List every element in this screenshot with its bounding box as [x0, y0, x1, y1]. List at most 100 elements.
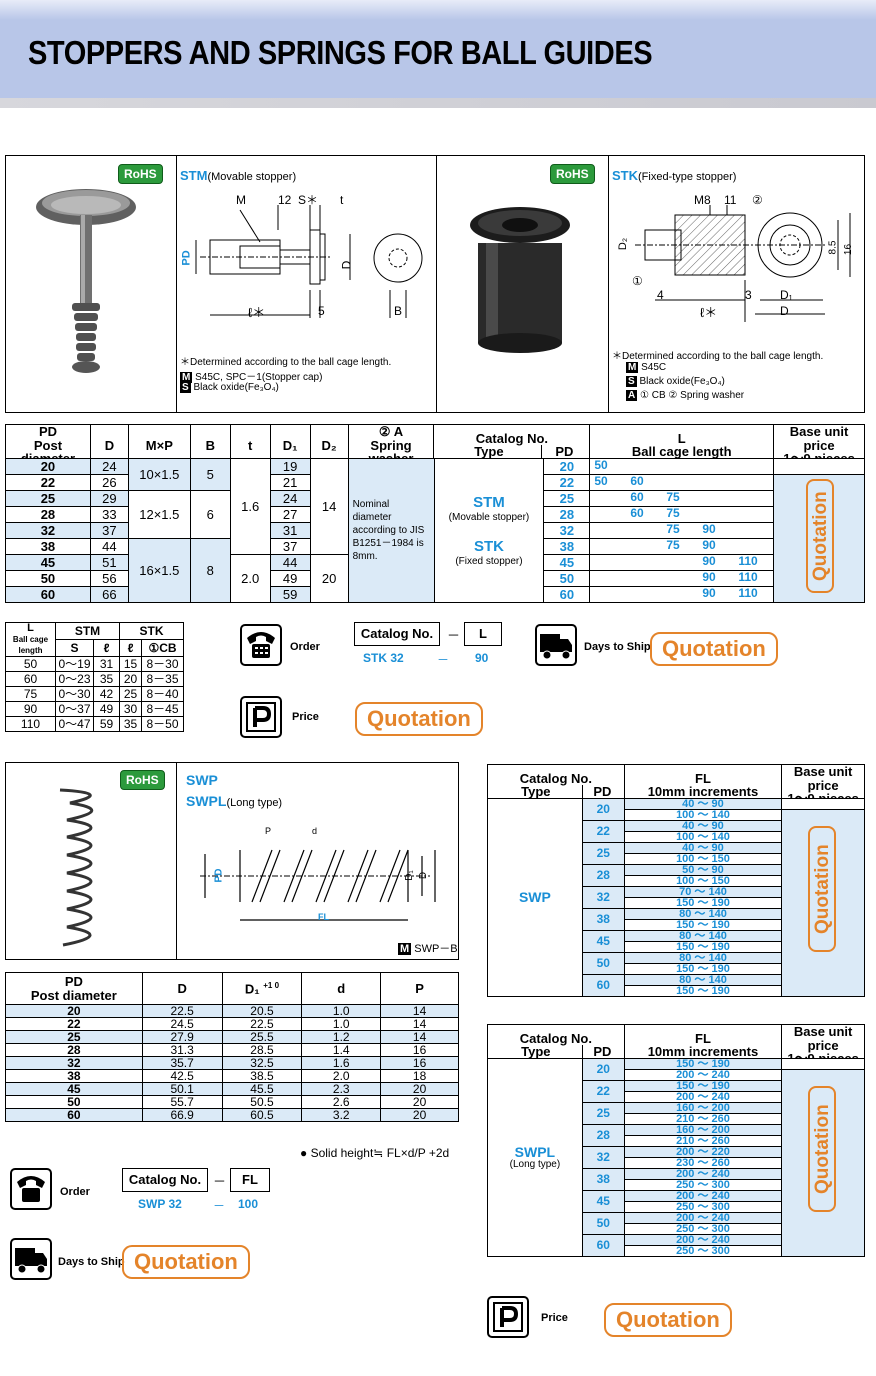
swp-dim-d1: D₁ [403, 870, 415, 881]
swp-truck-icon [10, 1238, 52, 1280]
l-value: 90 [702, 554, 716, 568]
swp-order-fl-box: FL [230, 1168, 270, 1192]
fl-cell: 150 ～ 190 [623, 963, 783, 975]
stk-dim-d1: D₁ [780, 288, 793, 302]
fl-cell: 70 ～ 140 [623, 886, 783, 898]
lt-l: 90 [5, 701, 56, 717]
d-cell: 33 [89, 506, 129, 523]
fl-cell: 80 ～ 140 [623, 974, 783, 986]
lt-stm-s: 0～19 [55, 656, 94, 672]
l-value: 110 [738, 554, 758, 568]
catalog-pd-cell: 25 [543, 490, 591, 507]
stk-dim-c2: ② [752, 193, 763, 207]
swp-dim-fl: FL [318, 912, 329, 922]
stk-material-text: S45C [641, 362, 667, 373]
price-p-icon [240, 696, 282, 738]
swp-d: 66.9 [141, 1108, 223, 1122]
lt-stm-ell: 49 [93, 701, 120, 717]
pd-cell: 38 [5, 538, 91, 555]
swp-p: 14 [380, 1004, 459, 1018]
fl-cell: 200 ～ 220 [623, 1146, 783, 1158]
stm-title: STM(Movable stopper) [180, 168, 296, 183]
stm-dim-5: 5 [318, 304, 325, 318]
fl-cell: 250 ～ 300 [623, 1201, 783, 1213]
swp-d: 31.3 [141, 1043, 223, 1057]
lt-l: 75 [5, 686, 56, 702]
swp-p: 20 [380, 1095, 459, 1109]
swp-th-d1: D₁ +1 0 [221, 972, 303, 1005]
swp-p: 20 [380, 1108, 459, 1122]
rohs-badge-stm: RoHS [118, 164, 163, 184]
l-cell: 90 110 [589, 554, 775, 571]
catalog-pd-cell: 20 [543, 458, 591, 475]
fl-cell: 150 ～ 190 [623, 941, 783, 953]
lt-stk-ell: 30 [119, 701, 142, 717]
l-value: 110 [738, 570, 758, 584]
swp-d1: 32.5 [221, 1056, 303, 1070]
pd-cell: 20 [581, 1058, 625, 1081]
swp-d: 24.5 [141, 1017, 223, 1031]
fl-cell: 150 ～ 190 [623, 919, 783, 931]
fl-cell: 210 ～ 260 [623, 1113, 783, 1125]
price-cell [781, 798, 865, 810]
fl-cell: 250 ～ 300 [623, 1179, 783, 1191]
stm-dim-12: 12 [278, 193, 292, 207]
price-cell: Quotation [781, 809, 865, 997]
order-label: Order [290, 641, 320, 653]
lt-stk-ell: 35 [119, 716, 142, 732]
swpl-desc: (Long type) [226, 797, 283, 809]
fl-cell: 80 ～ 140 [623, 908, 783, 920]
swp-price-value: Quotation [604, 1303, 732, 1337]
order-example-value: 90 [475, 651, 489, 665]
b-cell: 8 [189, 538, 231, 603]
d-cell: 51 [89, 554, 129, 571]
swp-pd: 45 [5, 1082, 143, 1096]
rohs-badge-stk: RoHS [550, 164, 595, 184]
swp-name: SWP [186, 772, 218, 788]
stk-dim-m8: M8 [694, 193, 711, 207]
swp-dd: 1.0 [301, 1017, 382, 1031]
d-cell: 44 [89, 538, 129, 555]
swp-dim-pd: PD [213, 868, 225, 883]
stk-accessory-text: ① CB ② Spring washer [640, 390, 745, 401]
swp-pd: 20 [5, 1004, 143, 1018]
stk-dim-4: 4 [657, 288, 664, 302]
fl-cell: 200 ～ 240 [623, 1212, 783, 1224]
stk-drawing [635, 205, 851, 322]
swp-pd: 25 [5, 1030, 143, 1044]
lt-stm-ell: 59 [93, 716, 120, 732]
swp-d: 27.9 [141, 1030, 223, 1044]
stk-product-photo [470, 207, 570, 353]
type-desc: (Movable stopper) [448, 511, 530, 523]
lt-h-cb: ①CB [141, 639, 184, 657]
pd-cell: 32 [5, 522, 91, 539]
swp-price-label: Price [541, 1312, 568, 1324]
stm-dim-t: t [340, 193, 344, 207]
fl-cell: 100 ～ 140 [623, 809, 783, 821]
type-cell: SWPL(Long type) [487, 1058, 583, 1257]
fl-cell: 100 ～ 140 [623, 831, 783, 843]
l-value: 90 [702, 586, 716, 600]
d1-cell: 59 [269, 586, 311, 603]
pd-cell: 45 [581, 930, 625, 953]
swp-drawing [200, 849, 436, 921]
pd-cell: 50 [581, 1212, 625, 1235]
swp-dd: 1.0 [301, 1004, 382, 1018]
lt-l: 50 [5, 656, 56, 672]
lt-stm-s: 0～23 [55, 671, 94, 687]
stm-material: M S45C, SPC－1(Stopper cap) [180, 372, 323, 383]
pd-cell: 45 [581, 1190, 625, 1213]
l-value: 60 [630, 506, 644, 520]
swp-material-text: SWP－B [414, 943, 458, 955]
pd-cell: 50 [5, 570, 91, 587]
price-value: Quotation [355, 702, 483, 736]
d-cell: 56 [89, 570, 129, 587]
fl-cell: 250 ～ 300 [623, 1245, 783, 1257]
catalog-pd-cell: 60 [543, 586, 591, 603]
